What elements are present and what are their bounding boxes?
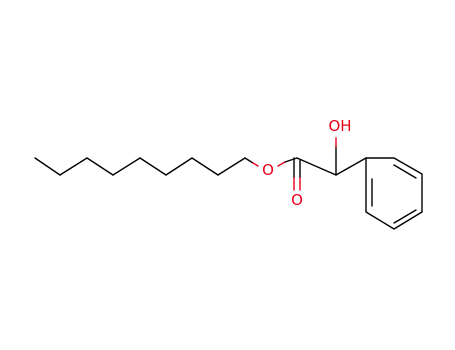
phenyl-ring xyxy=(365,157,423,230)
bond-o-ester-carbonyl-black xyxy=(284,157,298,163)
ester-oxygen-label: O xyxy=(262,161,274,179)
bond-c5-c6 xyxy=(139,157,167,176)
bond-c2-c3 xyxy=(59,157,88,176)
bond-o-ester-carbonyl-red xyxy=(277,161,286,167)
ester-group xyxy=(244,157,337,191)
bond-alpha-phenyl xyxy=(335,157,367,176)
octyl-chain xyxy=(34,157,246,176)
bond-c1-c2 xyxy=(34,157,61,176)
bond-carbonyl-alpha xyxy=(296,157,337,176)
hydroxyl-label: OH xyxy=(328,117,351,135)
bond-c3-c4 xyxy=(86,157,114,176)
phenyl-inner-bond-2 xyxy=(393,209,417,224)
bond-c9-o-ester-black xyxy=(244,157,254,164)
bond-c7-c8 xyxy=(191,157,219,176)
phenyl-hexagon xyxy=(365,157,423,230)
phenyl-inner-bond-3 xyxy=(393,164,417,179)
bond-c4-c5 xyxy=(112,157,141,176)
bond-c8-c9 xyxy=(217,157,246,176)
carbonyl-oxygen-label: O xyxy=(291,191,303,209)
bond-c9-o-ester-red xyxy=(252,162,259,167)
bond-c6-c7 xyxy=(165,157,193,176)
hydroxyl-group xyxy=(335,137,367,176)
